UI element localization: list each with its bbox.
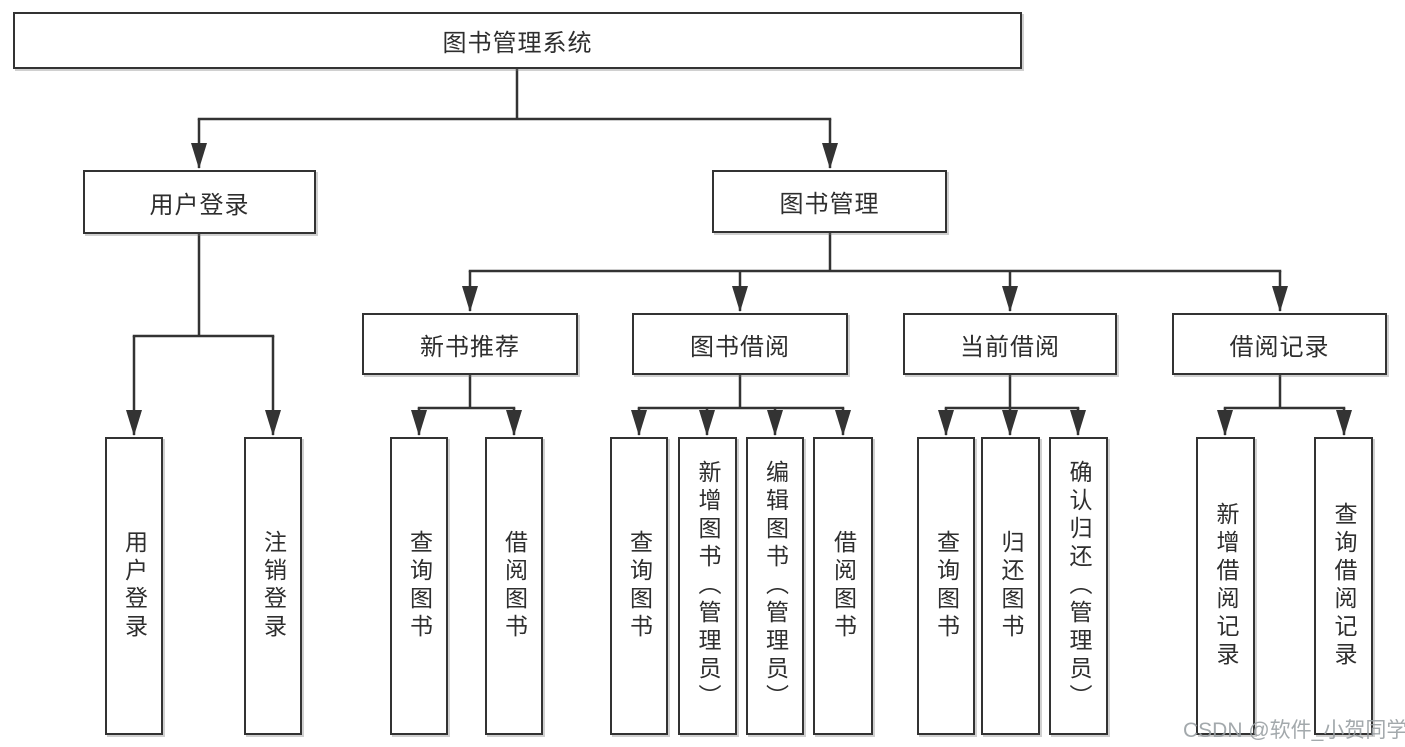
node-borrow-record: 借阅记录 [1172, 313, 1387, 375]
node-label: 新增图书（管理员） [695, 460, 721, 712]
node-book-management: 图书管理 [712, 170, 947, 233]
leaf-query-borrow-record: 查询借阅记录 [1314, 437, 1373, 735]
node-label: 归还图书 [998, 530, 1024, 642]
node-book-borrow: 图书借阅 [632, 313, 848, 375]
leaf-confirm-return-admin: 确认归还（管理员） [1049, 437, 1108, 735]
node-label: 新增借阅记录 [1213, 502, 1239, 670]
node-label: 借阅图书 [830, 530, 857, 642]
node-label: 用户登录 [121, 530, 148, 642]
node-new-book-recommend: 新书推荐 [362, 313, 578, 375]
node-label: 查询图书 [626, 530, 653, 642]
leaf-user-login: 用户登录 [105, 437, 163, 735]
leaf-borrow-book: 借阅图书 [813, 437, 873, 735]
csdn-watermark: CSDN @软件_小贺同学 [1183, 719, 1405, 742]
node-label: 图书借阅 [690, 333, 790, 361]
node-label: 图书管理 [779, 191, 880, 218]
leaf-query-book: 查询图书 [610, 437, 668, 735]
node-label: 新书推荐 [420, 333, 520, 361]
node-label: 编辑图书（管理员） [762, 460, 789, 712]
leaf-logout: 注销登录 [244, 437, 302, 735]
node-label: 借阅图书 [501, 530, 528, 642]
node-label: 当前借阅 [960, 333, 1060, 361]
node-label: 查询图书 [406, 530, 433, 642]
node-label: 用户登录 [149, 191, 250, 219]
leaf-borrow-book-recommend: 借阅图书 [485, 437, 543, 735]
leaf-query-book-recommend: 查询图书 [390, 437, 448, 735]
node-label: 确认归还（管理员） [1066, 460, 1092, 712]
node-label: 注销登录 [260, 530, 287, 642]
leaf-edit-book-admin: 编辑图书（管理员） [746, 437, 804, 735]
node-user-login: 用户登录 [83, 170, 316, 234]
leaf-query-current: 查询图书 [917, 437, 975, 735]
node-label: 查询借阅记录 [1331, 502, 1357, 670]
leaf-add-book-admin: 新增图书（管理员） [678, 437, 737, 735]
node-current-borrow: 当前借阅 [903, 313, 1117, 375]
node-label: 查询图书 [933, 530, 960, 642]
node-label: 借阅记录 [1229, 333, 1330, 361]
node-library-system: 图书管理系统 [13, 12, 1022, 69]
node-label: 图书管理系统 [442, 30, 593, 57]
leaf-add-borrow-record: 新增借阅记录 [1196, 437, 1255, 735]
leaf-return-book: 归还图书 [981, 437, 1040, 735]
